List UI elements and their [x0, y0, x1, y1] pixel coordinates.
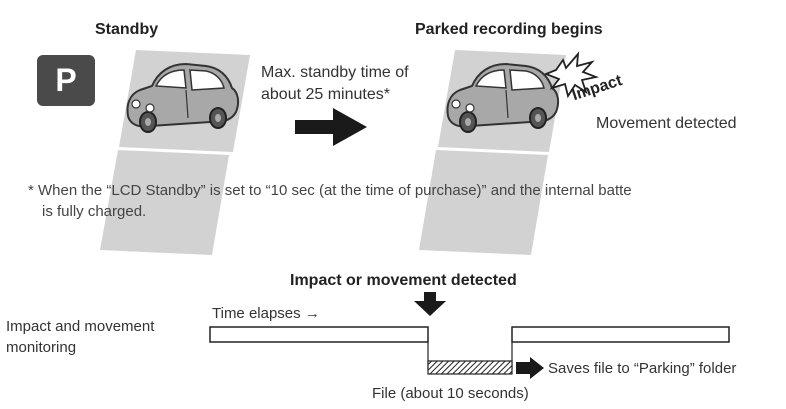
footnote-line1: * When the “LCD Standby” is set to “10 s… [28, 182, 632, 199]
impact-burst-icon [543, 51, 600, 99]
parked-heading: Parked recording begins [415, 21, 603, 38]
save-arrow-icon [516, 357, 544, 379]
monitoring-bar-before [209, 326, 429, 343]
movement-detected-label: Movement detected [596, 115, 737, 132]
parking-mode-badge [37, 55, 95, 106]
standby-heading: Standby [95, 21, 159, 38]
save-file-label: Saves file to “Parking” folder [548, 360, 737, 377]
file-duration-label: File (about 10 seconds) [372, 385, 529, 402]
parked-tile-bottom [419, 150, 548, 255]
transition-text-line2: about 25 minutes* [261, 86, 390, 103]
file-segment [427, 360, 513, 375]
detect-down-arrow-icon [414, 292, 446, 316]
transition-text-line1: Max. standby time of [261, 64, 409, 81]
detect-heading: Impact or movement detected [290, 272, 517, 289]
standby-tile-bottom [100, 150, 229, 255]
row-label-line1: Impact and movement [6, 318, 155, 335]
parking-mode-badge-letter: P [55, 62, 77, 98]
row-label-line2: monitoring [6, 339, 77, 356]
monitoring-bar-after [511, 326, 730, 343]
time-elapses-label: Time elapses → [212, 305, 320, 322]
footnote-line2: is fully charged. [42, 203, 147, 220]
transition-arrow-icon [295, 108, 367, 146]
